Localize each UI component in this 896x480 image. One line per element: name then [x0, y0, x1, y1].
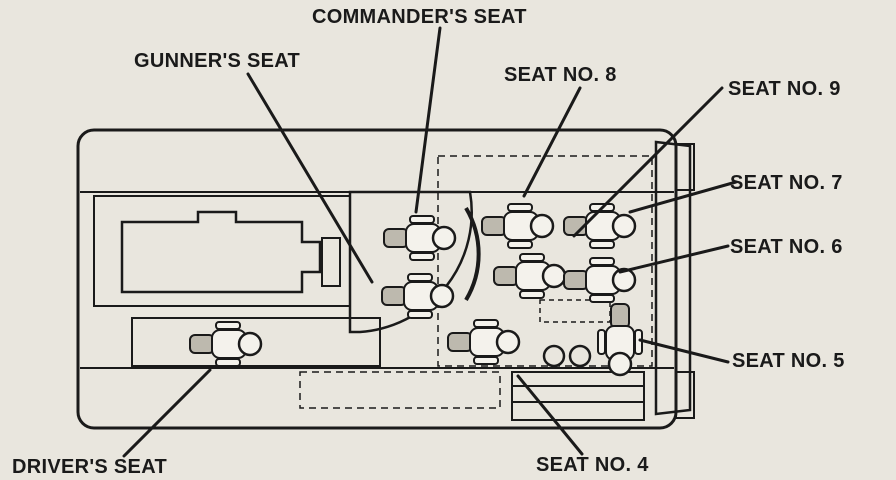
figure-gunner: [381, 273, 455, 319]
turret-ring: [464, 206, 481, 302]
label-commanders-seat: COMMANDER'S SEAT: [312, 6, 527, 28]
figure-seat-9: [563, 203, 637, 249]
troop-compartment-outline: [437, 155, 653, 367]
canister-2: [568, 344, 592, 368]
leader-seat8: [522, 86, 582, 198]
figure-driver: [189, 321, 263, 367]
label-seat-6: SEAT NO. 6: [730, 236, 843, 258]
canister-1: [542, 344, 566, 368]
label-seat-8: SEAT NO. 8: [504, 64, 617, 86]
engine-block: [120, 210, 322, 294]
label-drivers-seat: DRIVER'S SEAT: [12, 456, 167, 478]
label-seat-5: SEAT NO. 5: [732, 350, 845, 372]
fuel-cell-outline: [299, 371, 501, 409]
leader-seat5: [638, 338, 730, 364]
engine-detail: [321, 237, 341, 287]
figure-seat-4: [447, 319, 521, 365]
figure-seat-5: [597, 303, 643, 377]
ammo-rack: [511, 371, 645, 421]
bench-outline: [539, 299, 611, 323]
leader-commander: [414, 26, 442, 214]
rear-door-hinge-bottom: [675, 371, 695, 419]
driver-compartment: [131, 317, 381, 367]
figure-seat-6: [563, 257, 637, 303]
hull-outline: [76, 128, 678, 430]
leader-seat7: [628, 180, 738, 214]
leader-seat9: [572, 86, 724, 238]
figure-seat-7: [493, 253, 567, 299]
figure-seat-8: [481, 203, 555, 249]
leader-driver: [122, 368, 212, 458]
leader-seat4: [516, 374, 584, 456]
label-gunners-seat: GUNNER'S SEAT: [134, 50, 301, 72]
label-seat-9: SEAT NO. 9: [728, 78, 841, 100]
figure-commander: [383, 215, 457, 261]
leader-seat6: [618, 244, 730, 274]
rear-door-hinge-top: [675, 143, 695, 191]
leader-gunner: [246, 72, 374, 284]
rear-door: [654, 140, 692, 416]
label-seat-4: SEAT NO. 4: [536, 454, 649, 476]
label-seat-7: SEAT NO. 7: [730, 172, 843, 194]
